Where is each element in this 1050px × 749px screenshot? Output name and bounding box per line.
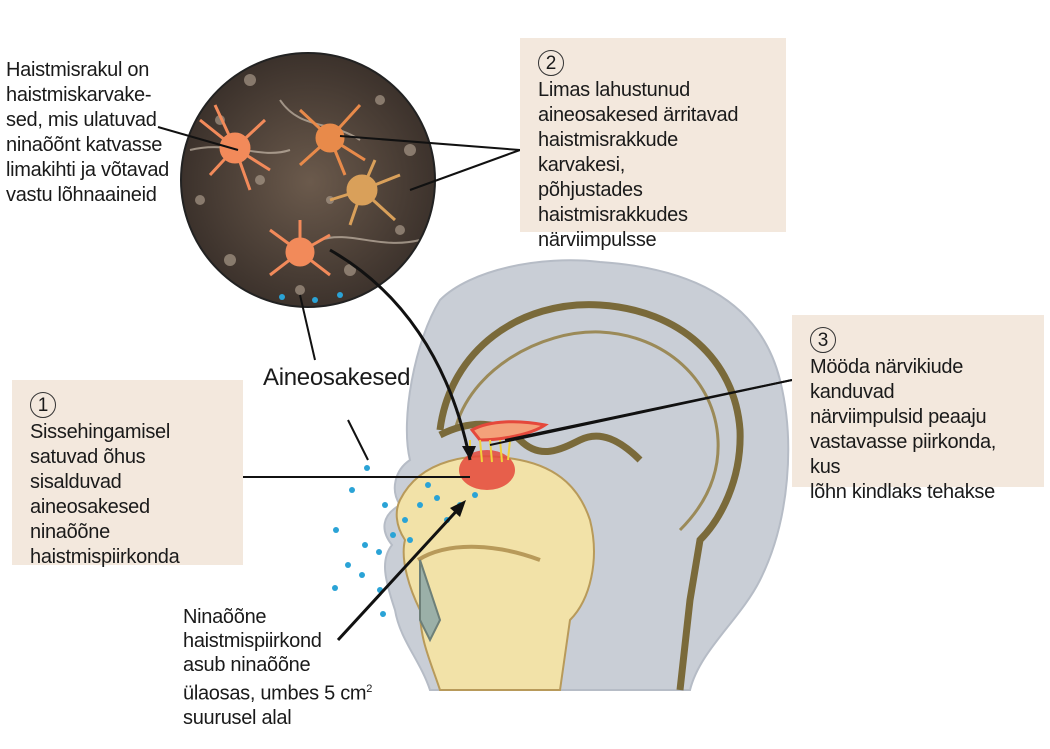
- olfactory-cell: [199, 104, 271, 191]
- box2-line: haistmisrakkude karvakesi,: [538, 129, 679, 176]
- brain-outline: [436, 301, 744, 691]
- box1-text: Sissehingamisel satuvad õhus sisalduvad …: [30, 420, 227, 570]
- info-box-3: 3 Mööda närvikiude kanduvad närviimpulsi…: [792, 315, 1044, 503]
- box3-text: Mööda närvikiude kanduvad närviimpulsid …: [810, 355, 1028, 505]
- callout-line: Haistmisrakul on: [6, 59, 150, 81]
- box3-line: lõhn kindlaks tehakse: [810, 481, 995, 503]
- callout-line: vastu lõhnaaineid: [6, 184, 157, 206]
- step-number-1: 1: [30, 392, 56, 418]
- callout-line: Ninaõõne: [183, 606, 267, 628]
- magnified-cells: [181, 53, 435, 307]
- callout-line: suurusel alal: [183, 706, 292, 729]
- box2-line: Limas lahustunud: [538, 79, 690, 101]
- callout-hair-cells: Haistmisrakul on haistmiskarvake- sed, m…: [6, 58, 169, 208]
- callout-line: ninaõõnt katvasse: [6, 134, 163, 156]
- particles-label: Aineosakesed: [263, 364, 411, 391]
- callout-line: asub ninaõõne: [183, 654, 311, 676]
- box2-line: aineosakesed ärritavad: [538, 104, 739, 126]
- box1-line: haistmispiirkonda: [30, 546, 180, 568]
- olfactory-cell: [329, 159, 401, 226]
- callout-olfactory-region: Ninaõõne haistmispiirkond asub ninaõõne …: [183, 605, 372, 730]
- box3-line: Mööda närvikiude kanduvad: [810, 356, 964, 403]
- box2-line: närviimpulsse: [538, 229, 657, 251]
- box3-line: vastavasse piirkonda, kus: [810, 431, 997, 478]
- callout-line-text: ülaosas, umbes 5 cm: [183, 682, 367, 705]
- info-box-1: 1 Sissehingamisel satuvad õhus sisalduva…: [12, 380, 243, 568]
- callout-line: haistmiskarvake-: [6, 84, 152, 106]
- superscript: 2: [366, 683, 373, 695]
- olfactory-region: [459, 420, 549, 490]
- info-box-2: 2 Limas lahustunud aineosakesed ärritava…: [520, 38, 786, 251]
- box3-line: närviimpulsid peaaju: [810, 406, 987, 428]
- vertebra: [419, 559, 442, 643]
- skull-base: [438, 420, 643, 463]
- olfactory-cell: [298, 103, 366, 176]
- step-number-2: 2: [538, 50, 564, 76]
- callout-line: ülaosas, umbes 5 cm2: [183, 677, 372, 706]
- step-number-3: 3: [810, 327, 836, 353]
- box2-line: põhjustades haistmisrakkudes: [538, 179, 688, 226]
- box1-line: Sissehingamisel: [30, 421, 171, 443]
- box2-text: Limas lahustunud aineosakesed ärritavad …: [538, 78, 770, 253]
- leader-lines: [157, 126, 793, 478]
- box1-line: aineosakesed ninaõõne: [30, 496, 150, 543]
- brain-inner: [453, 330, 720, 532]
- curved-arrow: [329, 248, 472, 461]
- olfactory-cell: [269, 220, 331, 277]
- palate: [416, 544, 541, 562]
- callout-line: sed, mis ulatuvad: [6, 109, 157, 131]
- callout-line: haistmispiirkond: [183, 630, 322, 652]
- box1-line: satuvad õhus sisalduvad: [30, 446, 146, 493]
- callout-line: limakihti ja võtavad: [6, 159, 169, 181]
- bottom-arrow: [336, 500, 466, 642]
